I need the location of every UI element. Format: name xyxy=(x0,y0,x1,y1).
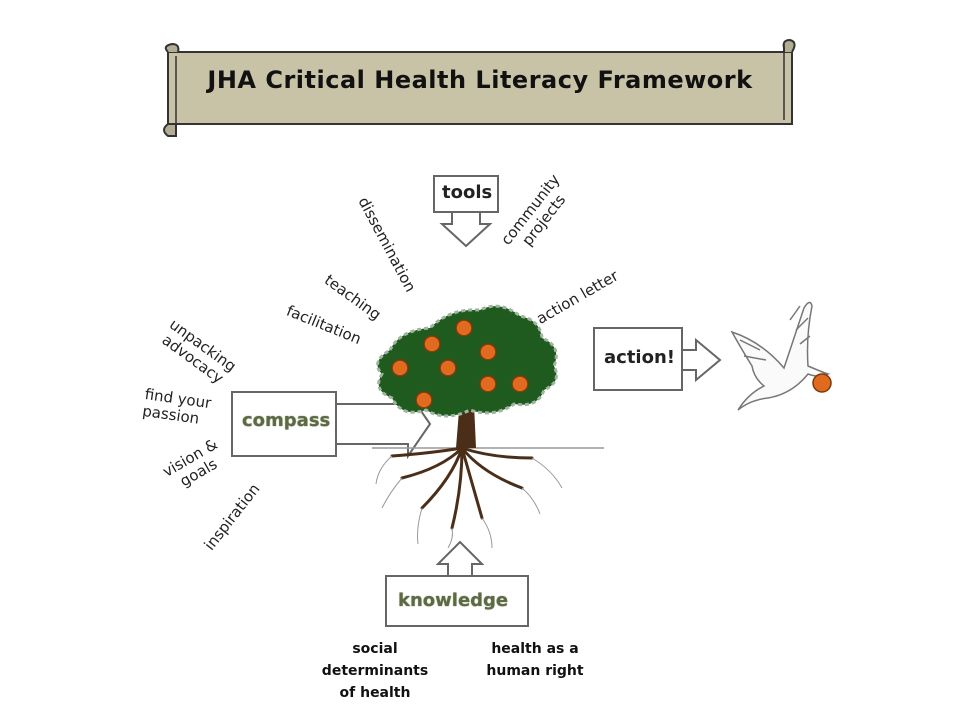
knowledge-item-human-right: health as a human right xyxy=(486,641,584,679)
compass-box xyxy=(231,388,432,460)
action-box xyxy=(593,327,722,391)
knowledge-box xyxy=(385,540,529,627)
knowledge-item-social-determinants: social determinants of health xyxy=(321,641,429,701)
scroll-banner xyxy=(163,38,796,137)
tree-icon xyxy=(372,304,604,549)
dove-fruit-icon xyxy=(812,373,832,393)
knowledge-label: knowledge xyxy=(398,590,509,611)
tools-label: tools xyxy=(442,182,493,203)
action-label: action! xyxy=(604,347,675,368)
dove-icon xyxy=(730,301,831,411)
tools-box xyxy=(433,175,499,248)
compass-label: compass xyxy=(242,410,331,431)
diagram-title: JHA Critical Health Literacy Framework xyxy=(207,66,753,94)
fruit-icon xyxy=(391,319,529,409)
